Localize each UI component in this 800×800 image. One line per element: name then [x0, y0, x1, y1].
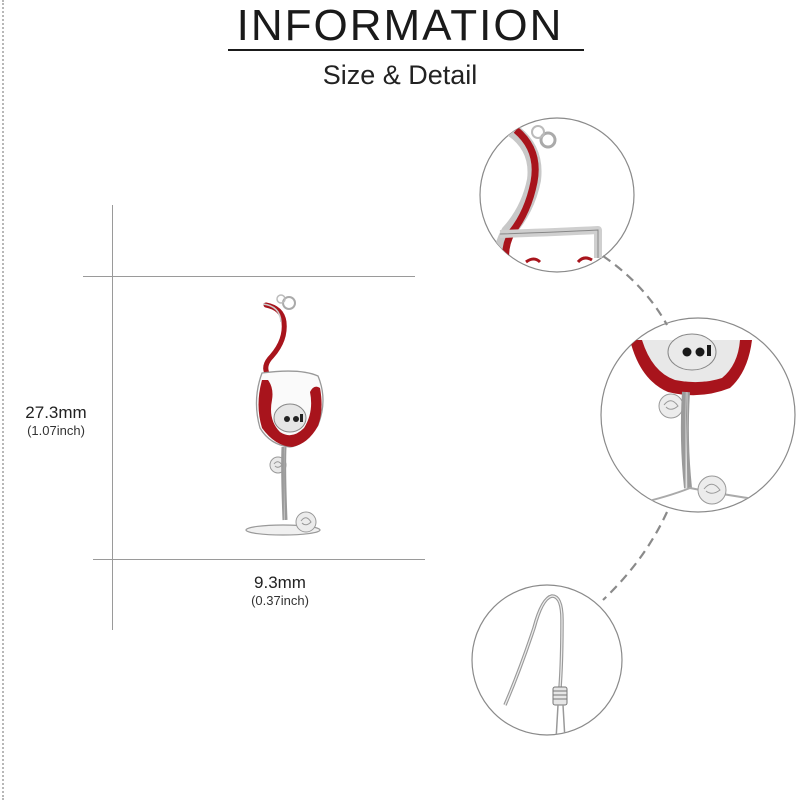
ear-hook-detail-icon: [503, 594, 568, 735]
wine-glass-earring-icon: [245, 294, 324, 536]
detail-circle-middle: [600, 317, 796, 513]
title-underline: [228, 49, 584, 51]
detail-circle-top: [479, 117, 635, 273]
page-subtitle: Size & Detail: [322, 60, 478, 90]
top-guide-line: [83, 276, 415, 277]
skull-rose-stem-detail-icon: [607, 333, 795, 511]
dotted-border: [2, 0, 4, 800]
width-inch: (0.37inch): [251, 593, 309, 608]
width-mm: 9.3mm: [254, 573, 306, 592]
width-dimension: 9.3mm (0.37inch): [220, 573, 340, 609]
vertical-guide-line: [112, 205, 113, 630]
height-inch: (1.07inch): [27, 423, 85, 438]
page-title: INFORMATION: [236, 1, 564, 50]
dashed-connector-top: [602, 255, 668, 326]
bottom-guide-line: [93, 559, 425, 560]
dashed-connector-bottom: [602, 511, 668, 601]
height-dimension: 27.3mm (1.07inch): [4, 403, 108, 439]
height-mm: 27.3mm: [25, 403, 87, 422]
detail-circle-bottom: [471, 584, 623, 736]
